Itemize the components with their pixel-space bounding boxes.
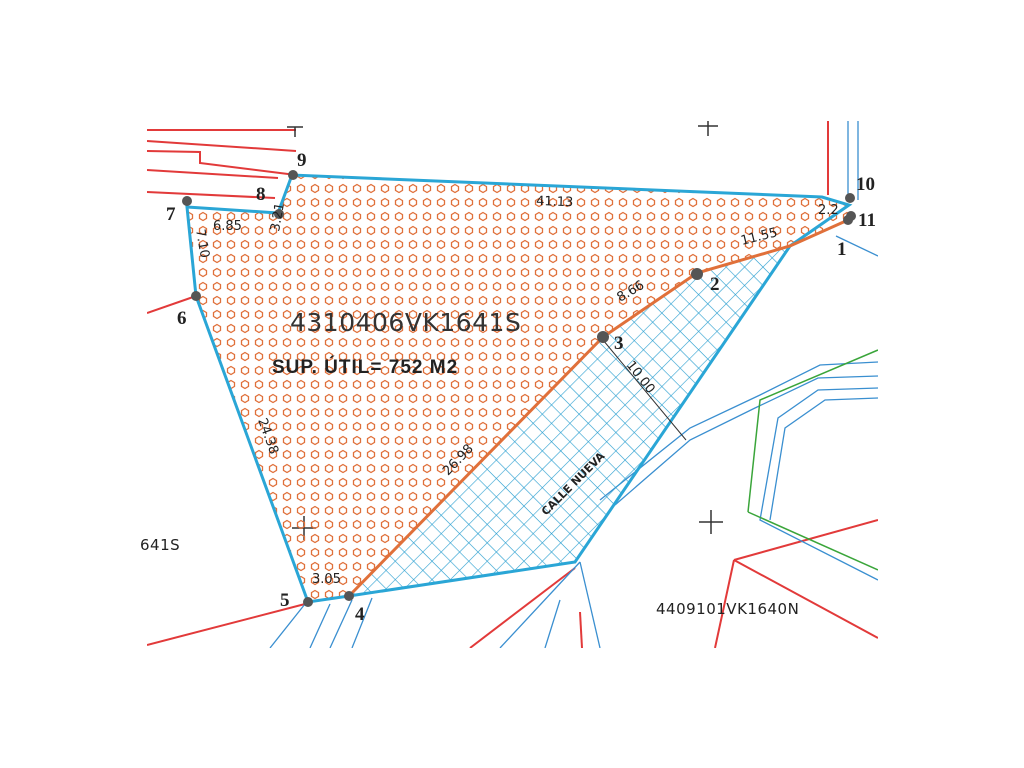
vertex-label-2: 2 (710, 274, 720, 295)
dim-4-5: 3.05 (312, 572, 341, 587)
vertex-marker-3 (597, 331, 609, 343)
vertex-marker-4 (344, 591, 354, 601)
vertex-label-8: 8 (256, 184, 266, 205)
vertex-label-5: 5 (280, 590, 290, 611)
green-boundary (747, 349, 878, 513)
road-crosshatch (349, 246, 790, 596)
vertex-label-4: 4 (355, 604, 365, 625)
vertex-marker-7 (182, 196, 192, 206)
vertex-marker-11 (846, 211, 856, 221)
dim-6-7: 7.10 (192, 228, 212, 259)
vertex-marker-5 (303, 597, 313, 607)
vertex-marker-9 (288, 170, 298, 180)
vertex-marker-6 (191, 291, 201, 301)
vertex-marker-10 (845, 193, 855, 203)
dim-10-11: 2.2 (818, 203, 839, 218)
dim-9-10: 41.13 (536, 194, 574, 210)
road-width-line (602, 339, 687, 441)
neighbor-boundaries (147, 121, 878, 648)
vertex-label-1: 1 (837, 239, 847, 260)
vertex-label-3: 3 (614, 333, 624, 354)
dim-8-9: 3.21 (268, 202, 288, 233)
vertex-label-9: 9 (297, 150, 307, 171)
dim-7-8: 6.85 (213, 219, 242, 234)
road-lines (269, 121, 878, 648)
vertex-marker-2 (691, 268, 703, 280)
vertex-label-10: 10 (856, 174, 875, 195)
vertex-label-11: 11 (858, 210, 876, 231)
neighbor-ref-left: 641S (140, 536, 180, 554)
parcel-cadastral-ref: 4310406VK1641S (290, 308, 521, 337)
vertex-label-7: 7 (166, 204, 176, 225)
vertex-markers (182, 170, 856, 607)
vertex-marker-8 (274, 209, 284, 219)
green-boundary-2 (747, 511, 878, 571)
parcel-area-label: SUP. ÚTIL= 752 M2 (272, 356, 458, 378)
neighbor-ref-bottom-right: 4409101VK1640N (656, 600, 799, 618)
vertex-label-6: 6 (177, 308, 187, 329)
